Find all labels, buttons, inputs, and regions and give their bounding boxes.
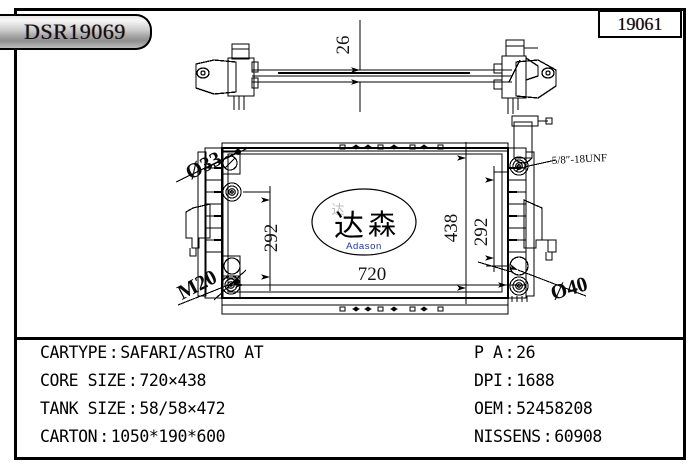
- spec-table: CARTYPE : SAFARI/ASTRO AT CORE SIZE : 72…: [17, 340, 683, 457]
- spec-column-right: P A : 26 DPI : 1688 OEM : 52458208 NISSE…: [462, 340, 683, 457]
- spec-value-oem: 52458208: [516, 398, 593, 418]
- svg-text:达: 达: [331, 203, 344, 218]
- brand-logo: 达 达 森 Adason: [311, 188, 417, 256]
- title-tab-label: DSR19069: [24, 19, 126, 44]
- spec-key-cartype: CARTYPE: [40, 342, 107, 362]
- spec-sep-pa: :: [504, 342, 515, 362]
- spec-row-cartype: CARTYPE : SAFARI/ASTRO AT: [40, 343, 462, 371]
- logo-chinese-2: 森: [368, 208, 396, 241]
- dim-core-width-720: 720: [358, 264, 387, 285]
- spec-value-pa: 26: [516, 342, 536, 362]
- spec-value-core-size: 720×438: [139, 370, 207, 390]
- spec-value-dpi: 1688: [516, 370, 555, 390]
- spec-key-core-size: CORE SIZE: [40, 370, 126, 390]
- dim-thickness-26: 26: [333, 36, 354, 55]
- spec-sep-cartype: :: [108, 342, 119, 362]
- spec-value-cartype: SAFARI/ASTRO AT: [120, 342, 264, 362]
- spec-value-nissens: 60908: [554, 426, 602, 446]
- spec-key-oem: OEM: [473, 398, 503, 418]
- spec-value-carton: 1050*190*600: [110, 426, 226, 446]
- spec-sep-tank-size: :: [127, 398, 138, 418]
- part-number-value: 19061: [617, 13, 663, 34]
- callout-inlet-diameter: Ø33: [181, 146, 225, 184]
- spec-key-carton: CARTON: [40, 426, 98, 446]
- spec-value-tank-size: 58/58×472: [139, 398, 226, 418]
- spec-row-pa: P A : 26: [474, 343, 683, 371]
- dim-core-height-438: 438: [441, 214, 462, 243]
- spec-key-tank-size: TANK SIZE: [40, 398, 126, 418]
- spec-column-left: CARTYPE : SAFARI/ASTRO AT CORE SIZE : 72…: [17, 340, 462, 457]
- spec-row-tank-size: TANK SIZE : 58/58×472: [40, 399, 462, 427]
- spec-sep-carton: :: [99, 426, 109, 446]
- spec-key-pa: P A: [473, 342, 503, 362]
- title-tab: DSR19069: [0, 14, 152, 50]
- spec-key-nissens: NISSENS: [473, 426, 541, 446]
- spec-row-nissens: NISSENS : 60908: [474, 427, 683, 455]
- spec-sep-dpi: :: [504, 370, 515, 390]
- callout-outlet-diameter: Ø40: [548, 271, 591, 304]
- spec-row-dpi: DPI : 1688: [474, 371, 683, 399]
- logo-chinese-1: 达: [334, 209, 364, 244]
- callout-fitting-thread: 5/8″-18UNF: [552, 152, 608, 167]
- spec-row-core-size: CORE SIZE : 720×438: [40, 371, 462, 399]
- spec-table-divider: [17, 337, 683, 340]
- spec-sep-nissens: :: [542, 426, 553, 446]
- spec-sep-oem: :: [504, 398, 515, 418]
- drawing-frame: [14, 8, 686, 460]
- part-number-box: 19061: [598, 10, 682, 38]
- spec-sep-core-size: :: [127, 370, 138, 390]
- logo-latin-text: Adason: [346, 241, 382, 252]
- spec-row-carton: CARTON : 1050*190*600: [40, 427, 462, 455]
- spec-row-oem: OEM : 52458208: [474, 399, 683, 427]
- dim-tank-left-292: 292: [261, 224, 282, 253]
- dim-tank-right-292: 292: [471, 218, 492, 247]
- spec-key-dpi: DPI: [473, 370, 503, 390]
